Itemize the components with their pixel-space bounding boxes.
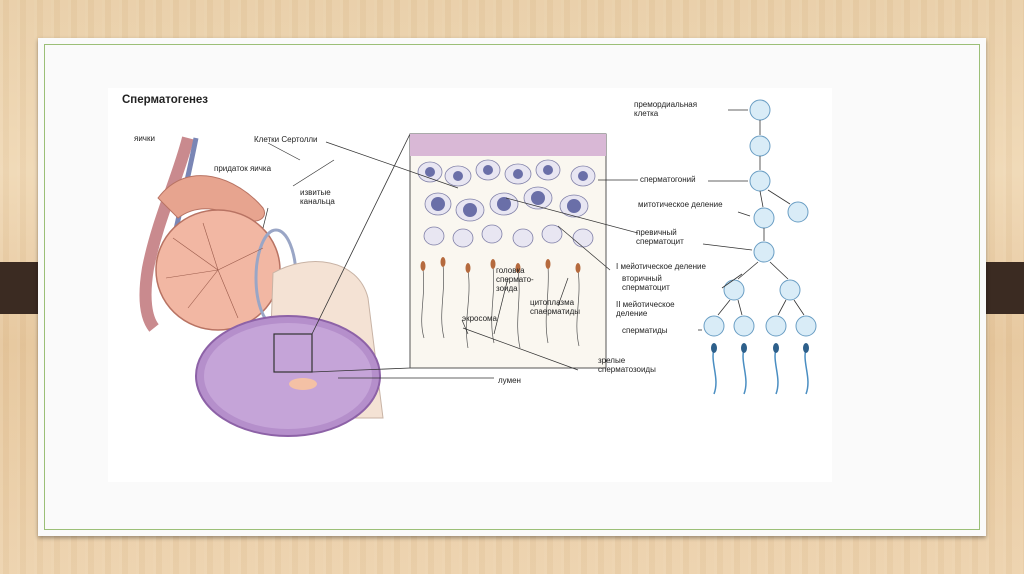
- panel-membrane: [410, 134, 606, 156]
- tubule-inner: [204, 323, 372, 429]
- label-tubules: извитые канальца: [300, 188, 335, 206]
- label-cytoplasm: цитоплазма спаерматиды: [530, 298, 580, 316]
- label-meiosis2: II мейотическое деление: [616, 300, 675, 318]
- label-mitotic: митотическое деление: [638, 200, 723, 209]
- mature-sperm: [713, 348, 808, 394]
- label-primordial: премордиальная клетка: [634, 100, 697, 118]
- label-spermatogonium: сперматогоний: [640, 175, 696, 184]
- lineage-cells: [704, 100, 816, 336]
- tubule-lumen: [289, 378, 317, 390]
- label-meiosis1: I мейотическое деление: [616, 262, 706, 271]
- label-head: головка спермато- зоида: [496, 266, 534, 293]
- slide: Сперматогенез: [38, 38, 986, 536]
- label-sertoli: Клетки Сертолли: [254, 135, 318, 144]
- label-acrosome: экросома: [462, 314, 497, 323]
- label-testes: яички: [134, 134, 155, 143]
- label-mature: зрелые сперматозоиды: [598, 356, 656, 374]
- label-spermatids: сперматиды: [622, 326, 668, 335]
- label-epididymis: придаток яичка: [214, 164, 271, 173]
- label-secondary: вторичный сперматоцит: [622, 274, 670, 292]
- mature-sperm-heads: [711, 343, 809, 353]
- label-primary: превичный сперматоцит: [636, 228, 684, 246]
- label-lumen: лумен: [498, 376, 521, 385]
